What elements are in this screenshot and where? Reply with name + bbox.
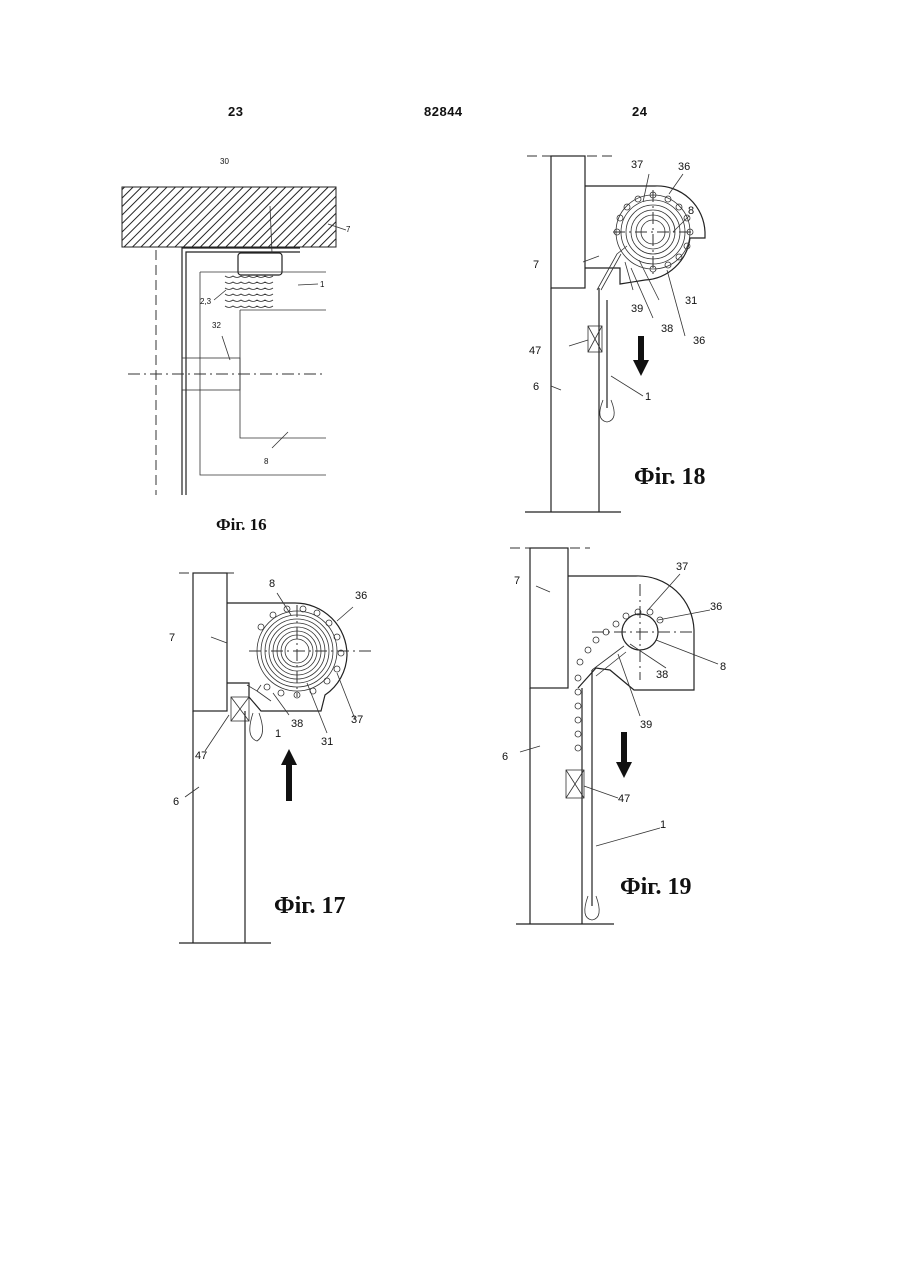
fig19-label-1: 1 (660, 819, 666, 831)
fig16-label-32: 32 (212, 321, 221, 330)
fig19-label-37: 37 (676, 561, 688, 573)
fig17-label-1: 1 (275, 728, 281, 740)
fig18-label-36-bottom: 36 (693, 335, 705, 347)
fig18-label-39: 39 (631, 303, 643, 315)
figure-16-drawing: 30 7 2,3 1 32 8 (110, 150, 350, 510)
fig17-label-8: 8 (269, 578, 275, 590)
fig16-label-1: 1 (320, 280, 325, 289)
fig18-label-7: 7 (533, 259, 539, 271)
fig19-label-38: 38 (656, 669, 668, 681)
fig17-label-47: 47 (195, 750, 207, 762)
fig19-label-47: 47 (618, 793, 630, 805)
figure-19-caption: Фіг. 19 (620, 874, 691, 901)
fig17-label-6: 6 (173, 796, 179, 808)
fig16-label-7: 7 (346, 225, 350, 234)
fig16-label-2-3: 2,3 (200, 297, 212, 306)
figure-16-caption: Фіг. 16 (216, 515, 267, 535)
figure-19-drawing: 37 36 7 8 38 39 6 47 1 (500, 540, 740, 930)
fig17-links (258, 606, 344, 698)
fig17-label-37: 37 (351, 714, 363, 726)
fig17-label-7: 7 (169, 632, 175, 644)
fig18-label-38: 38 (661, 323, 673, 335)
fig18-label-1: 1 (645, 391, 651, 403)
fig19-label-6: 6 (502, 751, 508, 763)
fig18-label-47: 47 (529, 345, 541, 357)
fig18-label-6: 6 (533, 381, 539, 393)
fig16-label-30: 30 (220, 157, 229, 166)
fig17-label-36: 36 (355, 590, 367, 602)
fig19-label-36: 36 (710, 601, 722, 613)
figure-17-caption: Фіг. 17 (274, 893, 345, 920)
fig19-label-8: 8 (720, 661, 726, 673)
ceiling-hatch (122, 187, 336, 247)
fig16-label-8: 8 (264, 457, 269, 466)
fig18-label-8: 8 (688, 205, 694, 217)
fig19-label-39: 39 (640, 719, 652, 731)
fig18-label-37: 37 (631, 159, 643, 171)
fig17-label-38: 38 (291, 718, 303, 730)
left-page-number: 23 (228, 104, 243, 119)
fig18-label-36-top: 36 (678, 161, 690, 173)
right-page-number: 24 (632, 104, 647, 119)
fig19-label-7: 7 (514, 575, 520, 587)
fig18-label-31: 31 (685, 295, 697, 307)
figure-18-caption: Фіг. 18 (634, 464, 705, 491)
fig17-label-31: 31 (321, 736, 333, 748)
document-number: 82844 (424, 104, 463, 119)
